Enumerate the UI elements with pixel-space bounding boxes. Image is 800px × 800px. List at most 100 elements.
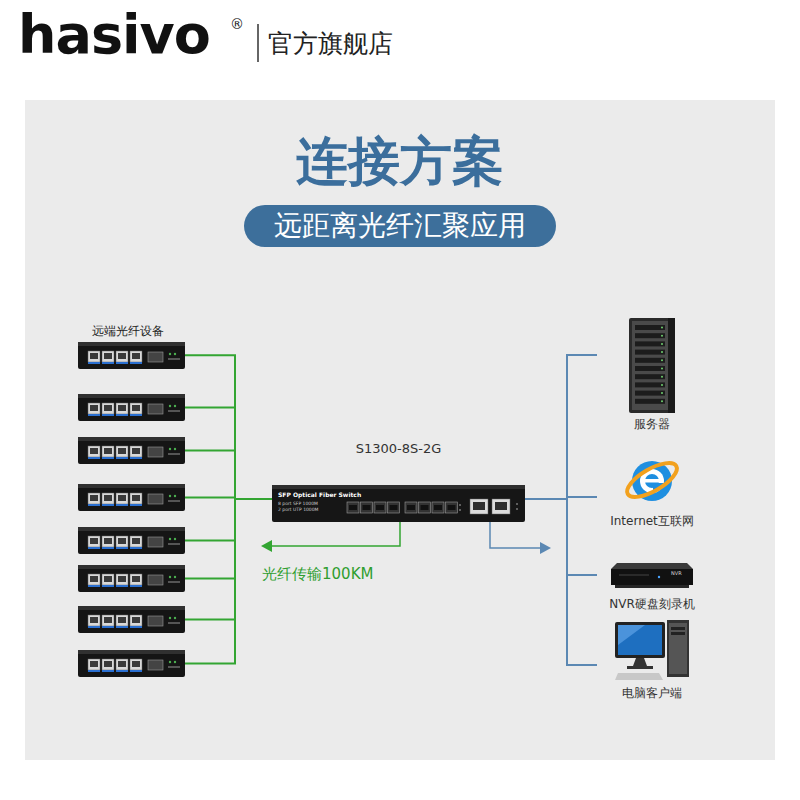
rj45-port [88, 351, 100, 362]
device-body [78, 342, 185, 369]
port-led-strip [116, 457, 128, 459]
pc-tower [667, 620, 689, 677]
port-opening [132, 617, 140, 623]
nvr-led [658, 576, 660, 578]
remote-fiber-device: 远端光纤设备 [78, 325, 185, 369]
drive-slot [635, 399, 665, 404]
server-front [632, 321, 668, 410]
port-opening [90, 495, 98, 501]
drive-slot [635, 391, 665, 396]
ie-swoosh [622, 456, 681, 503]
port-opening [132, 448, 140, 454]
pc-front [669, 623, 687, 674]
port-led-strip [88, 362, 100, 364]
remote-switch-drawing [78, 342, 185, 369]
pc-icon [615, 620, 690, 682]
port-led-strip [88, 670, 100, 672]
nvr-slot [619, 574, 649, 576]
rj45-port [116, 446, 128, 457]
sfp-port [148, 537, 163, 547]
device-badge [168, 453, 180, 455]
sfp-port [446, 502, 458, 513]
port-led-strip [102, 504, 114, 506]
switch-spec-text: 2 port UTP 1000M [278, 507, 318, 512]
device-badge [168, 666, 180, 668]
status-led [169, 405, 171, 407]
rj45-port [102, 446, 114, 457]
subtitle-text: 远距离光纤汇聚应用 [274, 210, 526, 242]
rj45-port [116, 493, 128, 504]
device-top [78, 565, 185, 569]
remote-switch-drawing [78, 437, 185, 464]
server-case [629, 318, 675, 413]
sfp-port [361, 502, 373, 513]
status-led [459, 504, 461, 506]
sfp-slot [448, 505, 456, 510]
port-led-strip [102, 414, 114, 416]
port-led-strip [102, 457, 114, 459]
remote-fiber-device [78, 527, 185, 554]
remote-fiber-device [78, 650, 185, 677]
port-opening [90, 405, 98, 411]
port-led-strip [102, 626, 114, 628]
rj45-port [88, 403, 100, 414]
device-badge [168, 500, 180, 502]
drive-slot [635, 325, 665, 330]
sfp-port [388, 502, 400, 513]
store-name: 官方旗舰店 [268, 30, 393, 59]
device-body [78, 437, 185, 464]
fiber-link [185, 355, 272, 499]
brand-logo: hasivo [18, 4, 210, 66]
drive-slot [635, 374, 665, 379]
rj45-port [116, 536, 128, 547]
monitor-foot [627, 666, 653, 669]
pc-node: 电脑客户端 [597, 620, 707, 703]
port-opening [104, 353, 112, 359]
rj45-port [130, 536, 142, 547]
port-opening [90, 353, 98, 359]
device-body [78, 650, 185, 677]
status-led [169, 538, 171, 540]
keyboard [615, 673, 663, 680]
port-led-strip [130, 585, 142, 587]
monitor-stand [633, 658, 647, 666]
device-label: 电脑客户端 [622, 687, 682, 701]
rj45-port [116, 659, 128, 670]
sfp-slot [349, 505, 357, 510]
drive-led [661, 384, 663, 386]
port-opening [118, 495, 126, 501]
sfp-port [148, 447, 163, 457]
drive-led [661, 335, 663, 337]
switch-model: S1300-8S-2G [356, 442, 442, 457]
header-divider [257, 24, 259, 62]
drive-led [661, 351, 663, 353]
drive-led [661, 327, 663, 329]
remote-fiber-device [78, 565, 185, 592]
grey-panel [25, 100, 775, 760]
rj45-port [102, 615, 114, 626]
device-body [78, 606, 185, 633]
rj45-port [88, 574, 100, 585]
port-opening [118, 538, 126, 544]
port-led-strip [88, 547, 100, 549]
sfp-port [148, 494, 163, 504]
status-led [516, 503, 518, 505]
port-opening [132, 405, 140, 411]
registered-mark: ® [230, 16, 244, 32]
drive-slot [635, 358, 665, 363]
port-opening [104, 538, 112, 544]
rj45-port [102, 403, 114, 414]
port-led-strip [116, 585, 128, 587]
subtitle-band: 远距离光纤汇聚应用 [244, 205, 556, 247]
status-led [174, 617, 176, 619]
port-led-strip [130, 457, 142, 459]
port-opening [118, 576, 126, 582]
rj45-port [116, 574, 128, 585]
port-led-strip [130, 362, 142, 364]
rj45-port [102, 574, 114, 585]
rj45-port [102, 659, 114, 670]
sfp-slot [390, 505, 398, 510]
diagram-title: 连接方案 [296, 132, 504, 192]
port-led-strip [88, 504, 100, 506]
port-led-strip [88, 457, 100, 459]
